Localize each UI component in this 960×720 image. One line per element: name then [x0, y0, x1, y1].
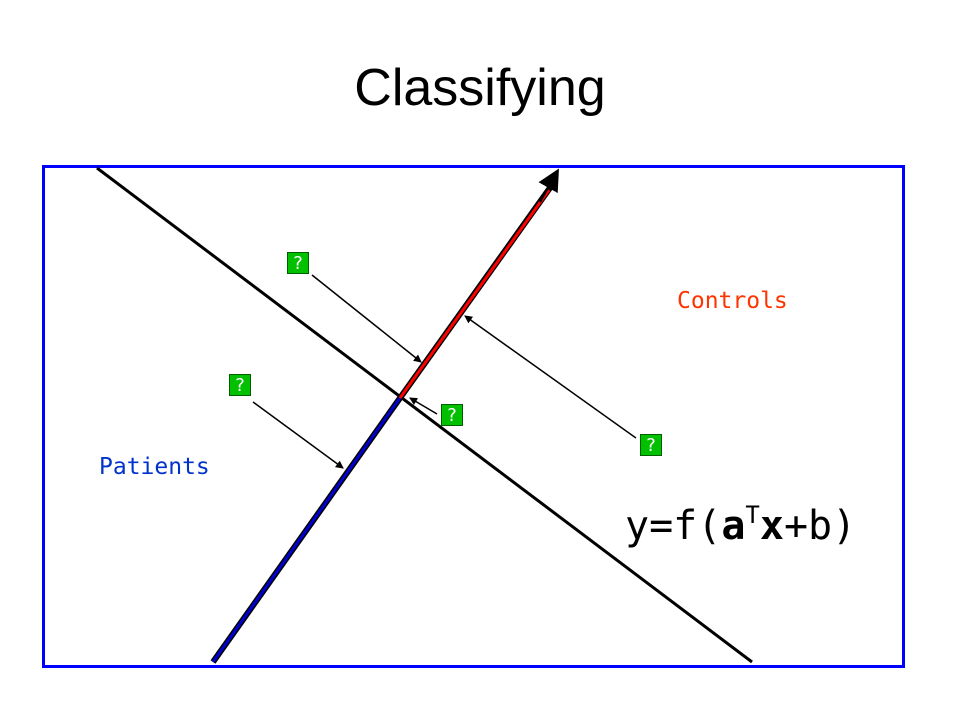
decision-boundary-line	[96, 166, 753, 664]
classifier-formula: y=f(aTx+b)	[625, 502, 856, 550]
projection-arrow-1	[311, 274, 422, 363]
formula-input-vector: x	[759, 503, 784, 549]
projection-arrow-3	[409, 397, 438, 415]
patients-label: Patients	[99, 454, 210, 480]
formula-prefix: y=f(	[625, 503, 722, 549]
slide-title: Classifying	[354, 59, 606, 117]
formula-weight-vector: a	[721, 503, 746, 549]
projection-axis-positive-fill	[398, 189, 551, 399]
projection-arrow-2	[252, 401, 344, 469]
formula-suffix: +b)	[783, 503, 857, 549]
unknown-point-4: ?	[640, 434, 662, 456]
controls-label: Controls	[677, 288, 788, 314]
unknown-point-1: ?	[287, 252, 309, 274]
unknown-point-2: ?	[229, 374, 251, 396]
projection-arrow-4	[464, 315, 637, 439]
unknown-point-3: ?	[441, 404, 463, 426]
diagram-frame	[42, 165, 905, 668]
projection-axis-negative-fill	[211, 397, 402, 663]
formula-transpose: T	[745, 501, 760, 529]
projection-axis-arrowhead	[538, 168, 559, 203]
